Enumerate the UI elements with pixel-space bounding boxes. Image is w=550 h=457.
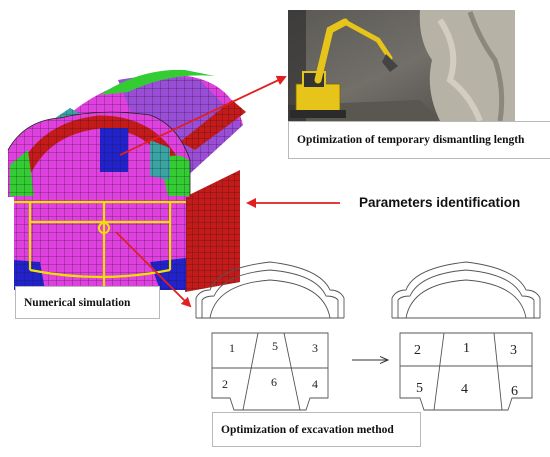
right-cell-label: 1: [463, 341, 470, 356]
mesh-model: [7, 69, 246, 292]
scheme-left: [195, 261, 345, 411]
left-cell-label: 1: [229, 341, 235, 355]
caption-simulation-text: Numerical simulation: [24, 296, 131, 309]
arrow-to-photo: [119, 75, 287, 156]
red-arrows: [115, 75, 340, 308]
left-cell-label: 3: [312, 341, 318, 355]
left-cell-label: 6: [271, 375, 277, 389]
right-cell-label: 4: [461, 382, 468, 397]
left-cell-label: 2: [222, 377, 228, 391]
arrow-to-excavation: [115, 231, 192, 308]
left-cell-label: 5: [272, 339, 278, 353]
site-photo: [288, 10, 515, 123]
right-cell-label: 3: [510, 343, 517, 358]
caption-excavation-method: Optimization of excavation method: [212, 412, 421, 447]
scheme-right: [391, 261, 541, 411]
left-cell-label: 4: [312, 377, 318, 391]
caption-dismantling-length: Optimization of temporary dismantling le…: [288, 121, 550, 159]
right-cell-label: 5: [416, 381, 423, 396]
caption-dismantling-text: Optimization of temporary dismantling le…: [297, 134, 525, 146]
parameters-identification-label: Parameters identification: [359, 195, 521, 210]
caption-excavation-text: Optimization of excavation method: [221, 423, 394, 436]
scheme-left-labels: 1 5 3 2 6 4: [222, 339, 318, 391]
right-cell-label: 6: [511, 384, 518, 399]
right-cell-label: 2: [414, 343, 421, 358]
caption-numerical-simulation: Numerical simulation: [15, 286, 160, 319]
scheme-right-labels: 2 1 3 5 4 6: [414, 341, 518, 399]
